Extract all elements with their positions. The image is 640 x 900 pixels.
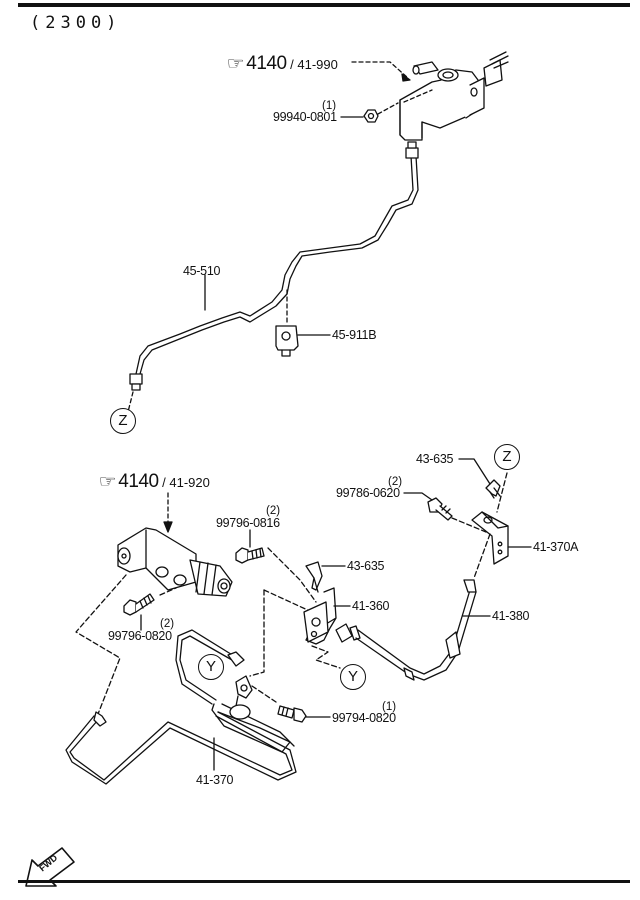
bracket-41-360[interactable]: [303, 587, 337, 645]
qty-99940-0801: (1): [322, 100, 337, 112]
bolt-99794-0820[interactable]: [277, 705, 307, 723]
qty-99796-0820: (2): [160, 618, 175, 630]
pointing-hand-icon: ☞: [226, 54, 245, 73]
top-rule: [18, 3, 630, 7]
clip-43-635-right[interactable]: [485, 479, 501, 499]
pipe-41-370[interactable]: [65, 629, 297, 785]
ref-leader-41-990: [351, 61, 409, 79]
label-43-635-left[interactable]: 43-635: [347, 559, 385, 573]
label-99796-0816[interactable]: 99796-0816: [216, 516, 280, 530]
group-code: (2300): [30, 13, 122, 33]
clip-43-635-left[interactable]: [305, 561, 323, 593]
fwd-arrow-icon: [25, 847, 75, 887]
label-99940-0801[interactable]: 99940-0801: [273, 110, 337, 124]
hose-41-380[interactable]: [335, 579, 477, 681]
label-41-380[interactable]: 41-380: [492, 609, 530, 623]
clip-45-911B[interactable]: [275, 325, 299, 357]
bolt-99786-0620[interactable]: [427, 497, 453, 521]
label-41-370A[interactable]: 41-370A: [533, 540, 579, 554]
bracket-41-370A[interactable]: [471, 511, 509, 565]
label-99794-0820[interactable]: 99794-0820: [332, 711, 396, 725]
qty-99794-0820: (1): [382, 701, 397, 713]
ref-4140-41-990[interactable]: ☞4140 / 41-990: [226, 53, 338, 74]
pointing-hand-icon: ☞: [98, 472, 117, 491]
nut-99940-0801[interactable]: [363, 109, 379, 123]
callout-z-upper[interactable]: Z: [494, 444, 520, 470]
label-45-510[interactable]: 45-510: [183, 264, 221, 278]
label-99786-0620[interactable]: 99786-0620: [336, 486, 400, 500]
qty-99786-0620: (2): [388, 476, 403, 488]
callout-y-right[interactable]: Y: [340, 664, 366, 690]
label-99796-0820[interactable]: 99796-0820: [108, 629, 172, 643]
callout-y-left[interactable]: Y: [198, 654, 224, 680]
qty-99796-0816: (2): [266, 505, 281, 517]
label-45-911B[interactable]: 45-911B: [332, 328, 377, 342]
label-43-635-right[interactable]: 43-635: [416, 452, 454, 466]
bottom-rule: [18, 880, 630, 883]
bolt-99796-0816[interactable]: [235, 547, 265, 564]
bolt-99796-0820[interactable]: [123, 593, 155, 616]
pipe-45-510[interactable]: [129, 141, 419, 391]
callout-z-lower[interactable]: Z: [110, 408, 136, 434]
label-41-360[interactable]: 41-360: [352, 599, 390, 613]
master-cylinder[interactable]: [399, 51, 509, 141]
ref-arrowhead: [401, 73, 411, 82]
ref-4140-41-920[interactable]: ☞4140 / 41-920: [98, 471, 210, 492]
label-41-370[interactable]: 41-370: [196, 773, 234, 787]
release-cylinder[interactable]: [117, 527, 233, 597]
pipe-clamp[interactable]: [229, 675, 253, 720]
